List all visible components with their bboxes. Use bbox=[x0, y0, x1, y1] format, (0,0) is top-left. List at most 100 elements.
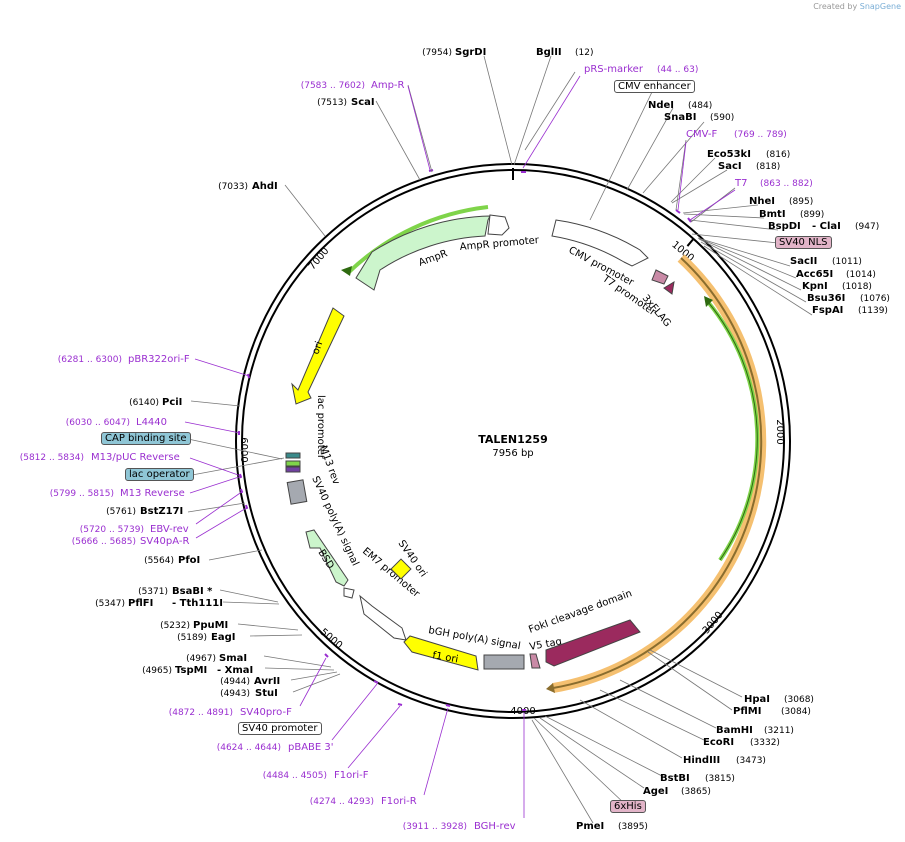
enzyme-25-pos: (4965) bbox=[142, 666, 172, 676]
f1-ori-feature bbox=[403, 635, 479, 671]
bsd-feature bbox=[305, 529, 349, 587]
green-arc-arrowhead bbox=[704, 296, 713, 307]
flag-feature bbox=[663, 281, 675, 295]
enzyme-11-name: Acc65I bbox=[796, 269, 833, 280]
enzyme-37-name: ScaI bbox=[351, 97, 375, 108]
ampr-outer-arrowhead bbox=[341, 266, 352, 276]
enzyme-15-name: HpaI bbox=[744, 694, 770, 705]
enzyme-19-name: HindIII bbox=[683, 755, 720, 766]
enzyme-32-name: BsaBI * bbox=[172, 586, 213, 597]
talen-region-line bbox=[552, 257, 763, 689]
primer-6-name: pBABE 3' bbox=[288, 742, 334, 753]
primer-marks bbox=[238, 169, 692, 711]
talen-region-arrowhead bbox=[546, 683, 555, 693]
enzyme-16-name: PflMI bbox=[733, 706, 761, 717]
enzyme-14-name: FspAI bbox=[812, 305, 843, 316]
snapgene-brand: SnapGene bbox=[859, 2, 901, 11]
enzyme-22-pos: (3895) bbox=[618, 822, 648, 832]
ampr-promoter-feature bbox=[487, 214, 510, 236]
lac-operator-feature bbox=[285, 452, 301, 459]
lac-operator-box: lac operator bbox=[125, 468, 194, 481]
enzyme-30-name: PflFI bbox=[128, 598, 153, 609]
plasmid-size: 7956 bp bbox=[492, 448, 533, 459]
enzyme-34-name: BstZ17I bbox=[140, 506, 183, 517]
enzyme-20-name: BstBI bbox=[660, 773, 690, 784]
cmv-enhancer-box: CMV enhancer bbox=[614, 80, 695, 93]
primer-13-name: pBR322ori-F bbox=[128, 354, 190, 365]
cap-binding-box: CAP binding site bbox=[101, 432, 191, 445]
enzyme-28-name: EagI bbox=[211, 632, 235, 643]
enzyme-17-name: BamHI bbox=[716, 725, 753, 736]
enzyme-4-pos: (816) bbox=[766, 150, 790, 160]
enzyme-32-pos: (5371) bbox=[138, 587, 168, 597]
bsd-small-feature bbox=[343, 587, 355, 599]
enzyme-35-pos: (6140) bbox=[129, 398, 159, 408]
ampr-outer-arc bbox=[346, 205, 489, 275]
backbone-outer bbox=[235, 163, 791, 719]
enzyme-6-name: NheI bbox=[749, 196, 775, 207]
primer-14-name: Amp-R bbox=[371, 80, 405, 91]
enzyme-2-name: NdeI bbox=[648, 100, 674, 111]
enzyme-2-pos: (484) bbox=[688, 101, 712, 111]
credit-prefix: Created by bbox=[813, 2, 858, 11]
primer-8-pos: (5666 .. 5685) bbox=[72, 537, 136, 547]
enzyme-5-pos: (818) bbox=[756, 162, 780, 172]
primer-5-pos: (4484 .. 4505) bbox=[263, 771, 327, 781]
enzyme-33-name: PfoI bbox=[178, 555, 200, 566]
plasmid-name: TALEN1259 bbox=[478, 433, 548, 446]
primer-11-pos: (5812 .. 5834) bbox=[20, 453, 84, 463]
primer-0-pos: (44 .. 63) bbox=[657, 65, 698, 75]
enzyme-27-pos: (4967) bbox=[186, 654, 216, 664]
primer-5-name: F1ori-F bbox=[334, 770, 369, 781]
leader-lines bbox=[187, 55, 813, 824]
primer-6-pos: (4624 .. 4644) bbox=[217, 743, 281, 753]
enzyme-37-pos: (7513) bbox=[317, 98, 347, 108]
bgh-feature bbox=[483, 654, 525, 670]
enzyme-13-pos: (1076) bbox=[860, 294, 890, 304]
primer-7-pos: (4872 .. 4891) bbox=[169, 708, 233, 718]
cap-feature bbox=[285, 466, 301, 473]
ampr-feature bbox=[355, 215, 491, 291]
sv40-ori-feature bbox=[390, 558, 412, 580]
enzyme-24-name: AvrII bbox=[254, 676, 280, 687]
enzyme-12-name: KpnI bbox=[802, 281, 828, 292]
enzyme-0-pos: (7954) bbox=[422, 48, 452, 58]
primer-12-pos: (6030 .. 6047) bbox=[66, 418, 130, 428]
enzyme-9-name: - ClaI bbox=[812, 221, 841, 232]
enzyme-24-pos: (4944) bbox=[220, 677, 250, 687]
enzyme-15-pos: (3068) bbox=[784, 695, 814, 705]
enzyme-23-name: StuI bbox=[255, 688, 278, 699]
f1-ori-label: f1 ori bbox=[431, 650, 459, 665]
enzyme-4-name: Eco53kI bbox=[707, 149, 751, 160]
primer-9-pos: (5720 .. 5739) bbox=[80, 525, 144, 535]
primer-10-name: M13 Reverse bbox=[120, 488, 185, 499]
enzyme-25-name: TspMI bbox=[175, 665, 207, 676]
cmv-promoter-feature bbox=[551, 219, 649, 267]
ori-label: ori bbox=[310, 340, 325, 356]
enzyme-8-name: BspDI bbox=[768, 221, 801, 232]
primer-3-pos: (3911 .. 3928) bbox=[403, 822, 467, 832]
primer-3-name: BGH-rev bbox=[474, 821, 516, 832]
primer-9-name: EBV-rev bbox=[150, 524, 189, 535]
enzyme-28-pos: (5189) bbox=[177, 633, 207, 643]
enzyme-14-pos: (1139) bbox=[858, 306, 888, 316]
m13-rev-feature bbox=[285, 460, 301, 467]
enzyme-3-name: SnaBI bbox=[664, 112, 696, 123]
primer-2-pos: (863 .. 882) bbox=[760, 179, 813, 189]
enzyme-11-pos: (1014) bbox=[846, 270, 876, 280]
enzyme-18-pos: (3332) bbox=[750, 738, 780, 748]
enzyme-21-name: AgeI bbox=[643, 786, 668, 797]
enzyme-27-name: SmaI bbox=[219, 653, 247, 664]
primer-1-name: CMV-F bbox=[686, 129, 717, 140]
primer-12-name: L4440 bbox=[136, 417, 167, 428]
enzyme-7-name: BmtI bbox=[759, 209, 786, 220]
tick-4000: 4000 bbox=[510, 706, 535, 717]
t7-promoter-feature bbox=[651, 269, 669, 285]
enzyme-7-pos: (899) bbox=[800, 210, 824, 220]
enzyme-29-name: PpuMI bbox=[193, 620, 228, 631]
enzyme-18-name: EcoRI bbox=[703, 737, 734, 748]
enzyme-6-pos: (895) bbox=[789, 197, 813, 207]
